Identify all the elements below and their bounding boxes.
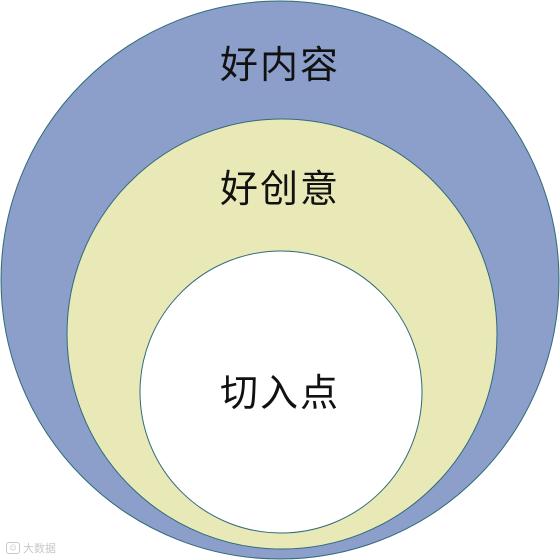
inner-ring-label: 切入点: [219, 371, 340, 415]
watermark: ☺ 大数据: [6, 540, 56, 556]
watermark-logo-icon: ☺: [6, 542, 20, 554]
outer-ring-label: 好内容: [219, 43, 340, 87]
inner-circle: [139, 250, 423, 534]
watermark-text: 大数据: [23, 542, 56, 555]
middle-ring-label: 好创意: [219, 167, 340, 211]
